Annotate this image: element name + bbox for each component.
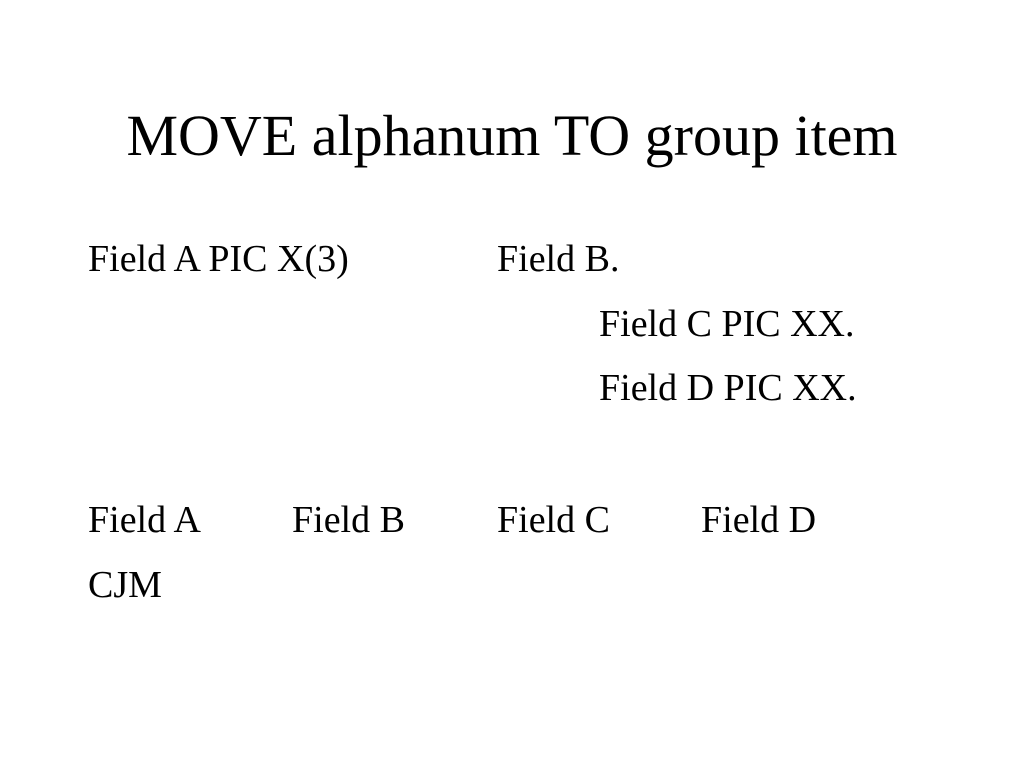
field-b-label: Field B [292, 499, 405, 541]
field-d-label: Field D [701, 499, 817, 541]
field-a-definition: Field A PIC X(3) [88, 238, 349, 280]
field-a-label: Field A [88, 499, 201, 541]
field-c-label: Field C [497, 499, 610, 541]
field-a-value: CJM [88, 564, 162, 606]
field-d-definition: Field D PIC XX. [599, 367, 857, 409]
field-c-definition: Field C PIC XX. [599, 303, 855, 345]
slide-title: MOVE alphanum TO group item [126, 103, 898, 168]
field-b-definition: Field B. [497, 238, 620, 280]
